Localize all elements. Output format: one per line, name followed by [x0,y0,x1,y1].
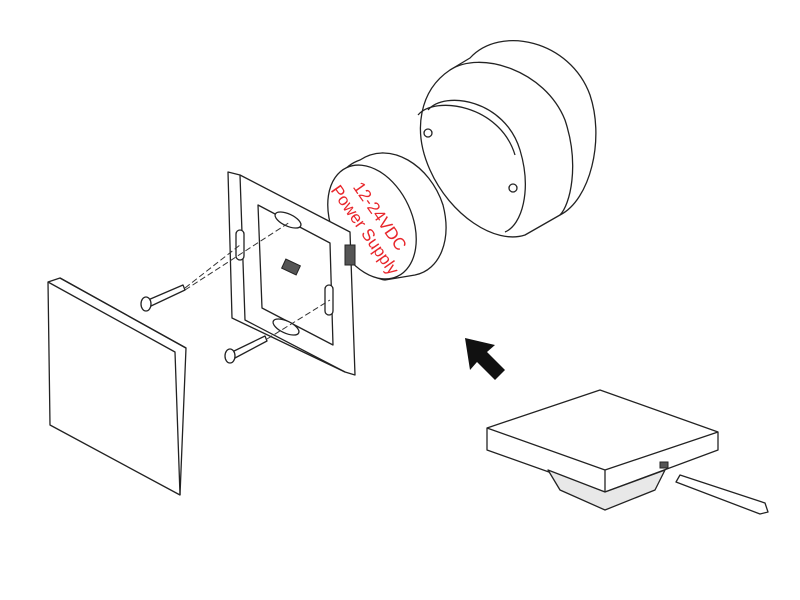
power-supply-module: 12-24VDC Power Supply [327,152,447,281]
front-glass-panel [47,277,187,496]
screw-upper [140,284,186,312]
screw-lower [224,335,268,364]
wall-back-box [417,39,597,238]
alignment-line-upper [184,221,291,291]
alignment-line-lower [266,299,331,340]
screwdriver-icon [675,474,769,515]
insert-direction-arrow [465,338,505,380]
switch-module-with-screwdriver [486,389,769,515]
